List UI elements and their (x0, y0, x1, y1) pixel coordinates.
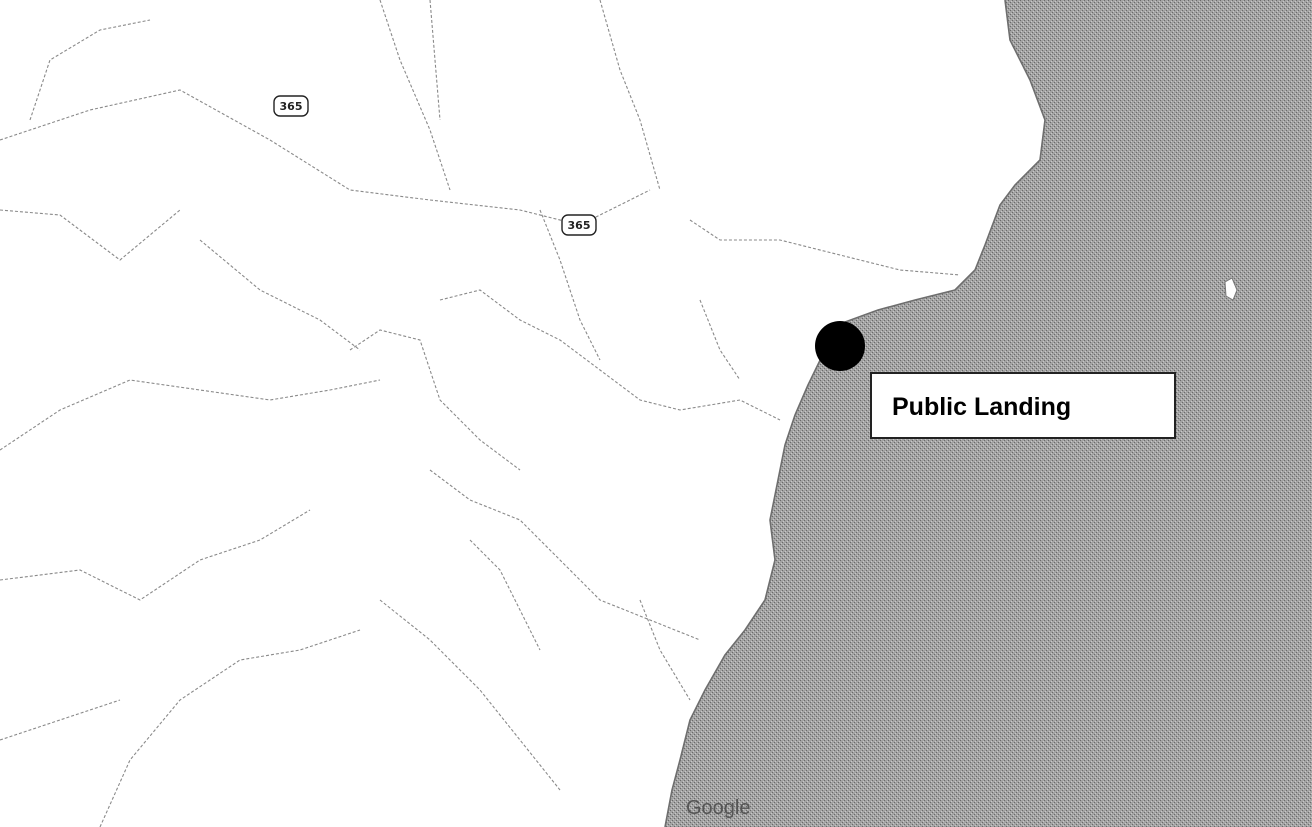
road (429, 469, 701, 641)
road (439, 289, 781, 421)
road (0, 379, 381, 451)
road (29, 19, 151, 121)
road (599, 0, 661, 191)
route-shield-label: 365 (568, 219, 591, 232)
location-callout[interactable]: Public Landing (870, 372, 1176, 439)
road (99, 629, 361, 827)
coastline (664, 0, 1046, 827)
road (539, 209, 601, 361)
road (349, 329, 521, 471)
island (1224, 277, 1238, 301)
road (379, 0, 451, 191)
google-attribution: Google (686, 797, 751, 819)
road (0, 209, 181, 261)
land-area (0, 0, 1045, 827)
road (0, 699, 121, 741)
road (699, 299, 741, 381)
road (639, 599, 691, 701)
road (199, 239, 361, 351)
road (379, 599, 561, 791)
road (0, 89, 651, 226)
road (429, 0, 441, 121)
road-network (0, 0, 961, 827)
route-shield-label: 365 (280, 100, 303, 113)
road (469, 539, 541, 651)
road (0, 509, 311, 601)
location-label: Public Landing (892, 393, 1071, 421)
location-marker[interactable] (815, 321, 865, 371)
route-shield[interactable]: 365 (561, 214, 597, 236)
road (689, 219, 961, 276)
route-shield[interactable]: 365 (273, 95, 309, 117)
